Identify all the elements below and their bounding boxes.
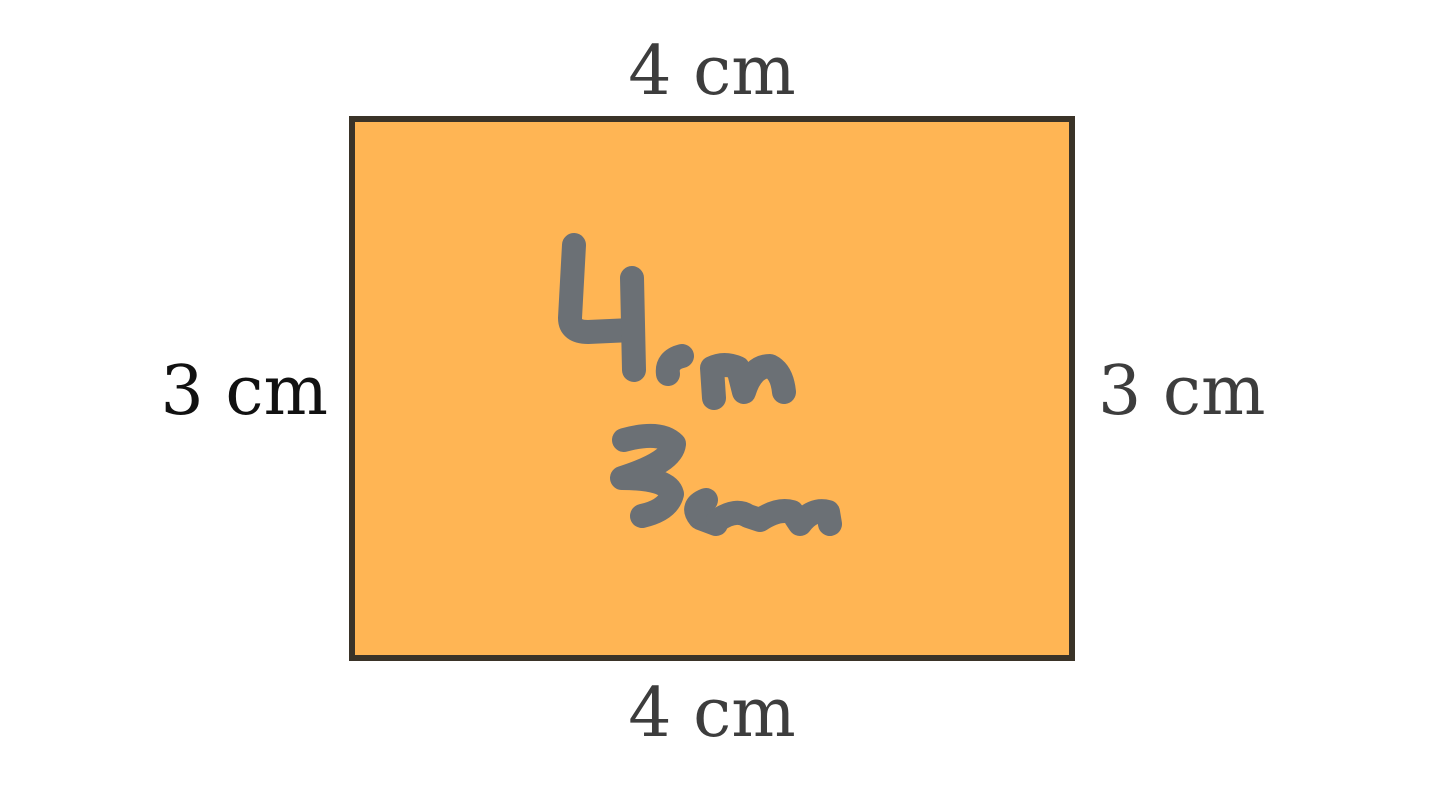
bottom-side-label: 4 cm — [628, 674, 796, 753]
handwritten-c-first-line — [655, 344, 694, 386]
left-side-label: 3 cm — [160, 352, 328, 431]
top-side-label: 4 cm — [628, 32, 796, 111]
handwritten-4-first-line-stem — [620, 266, 646, 382]
handwritten-m-second-line — [706, 499, 842, 536]
handwritten-4-first-line — [558, 233, 644, 344]
handwritten-3-second-line — [610, 423, 686, 528]
right-side-label: 3 cm — [1098, 352, 1266, 431]
handwritten-c-second-line — [684, 488, 728, 536]
handwritten-m-first-line — [700, 353, 796, 410]
